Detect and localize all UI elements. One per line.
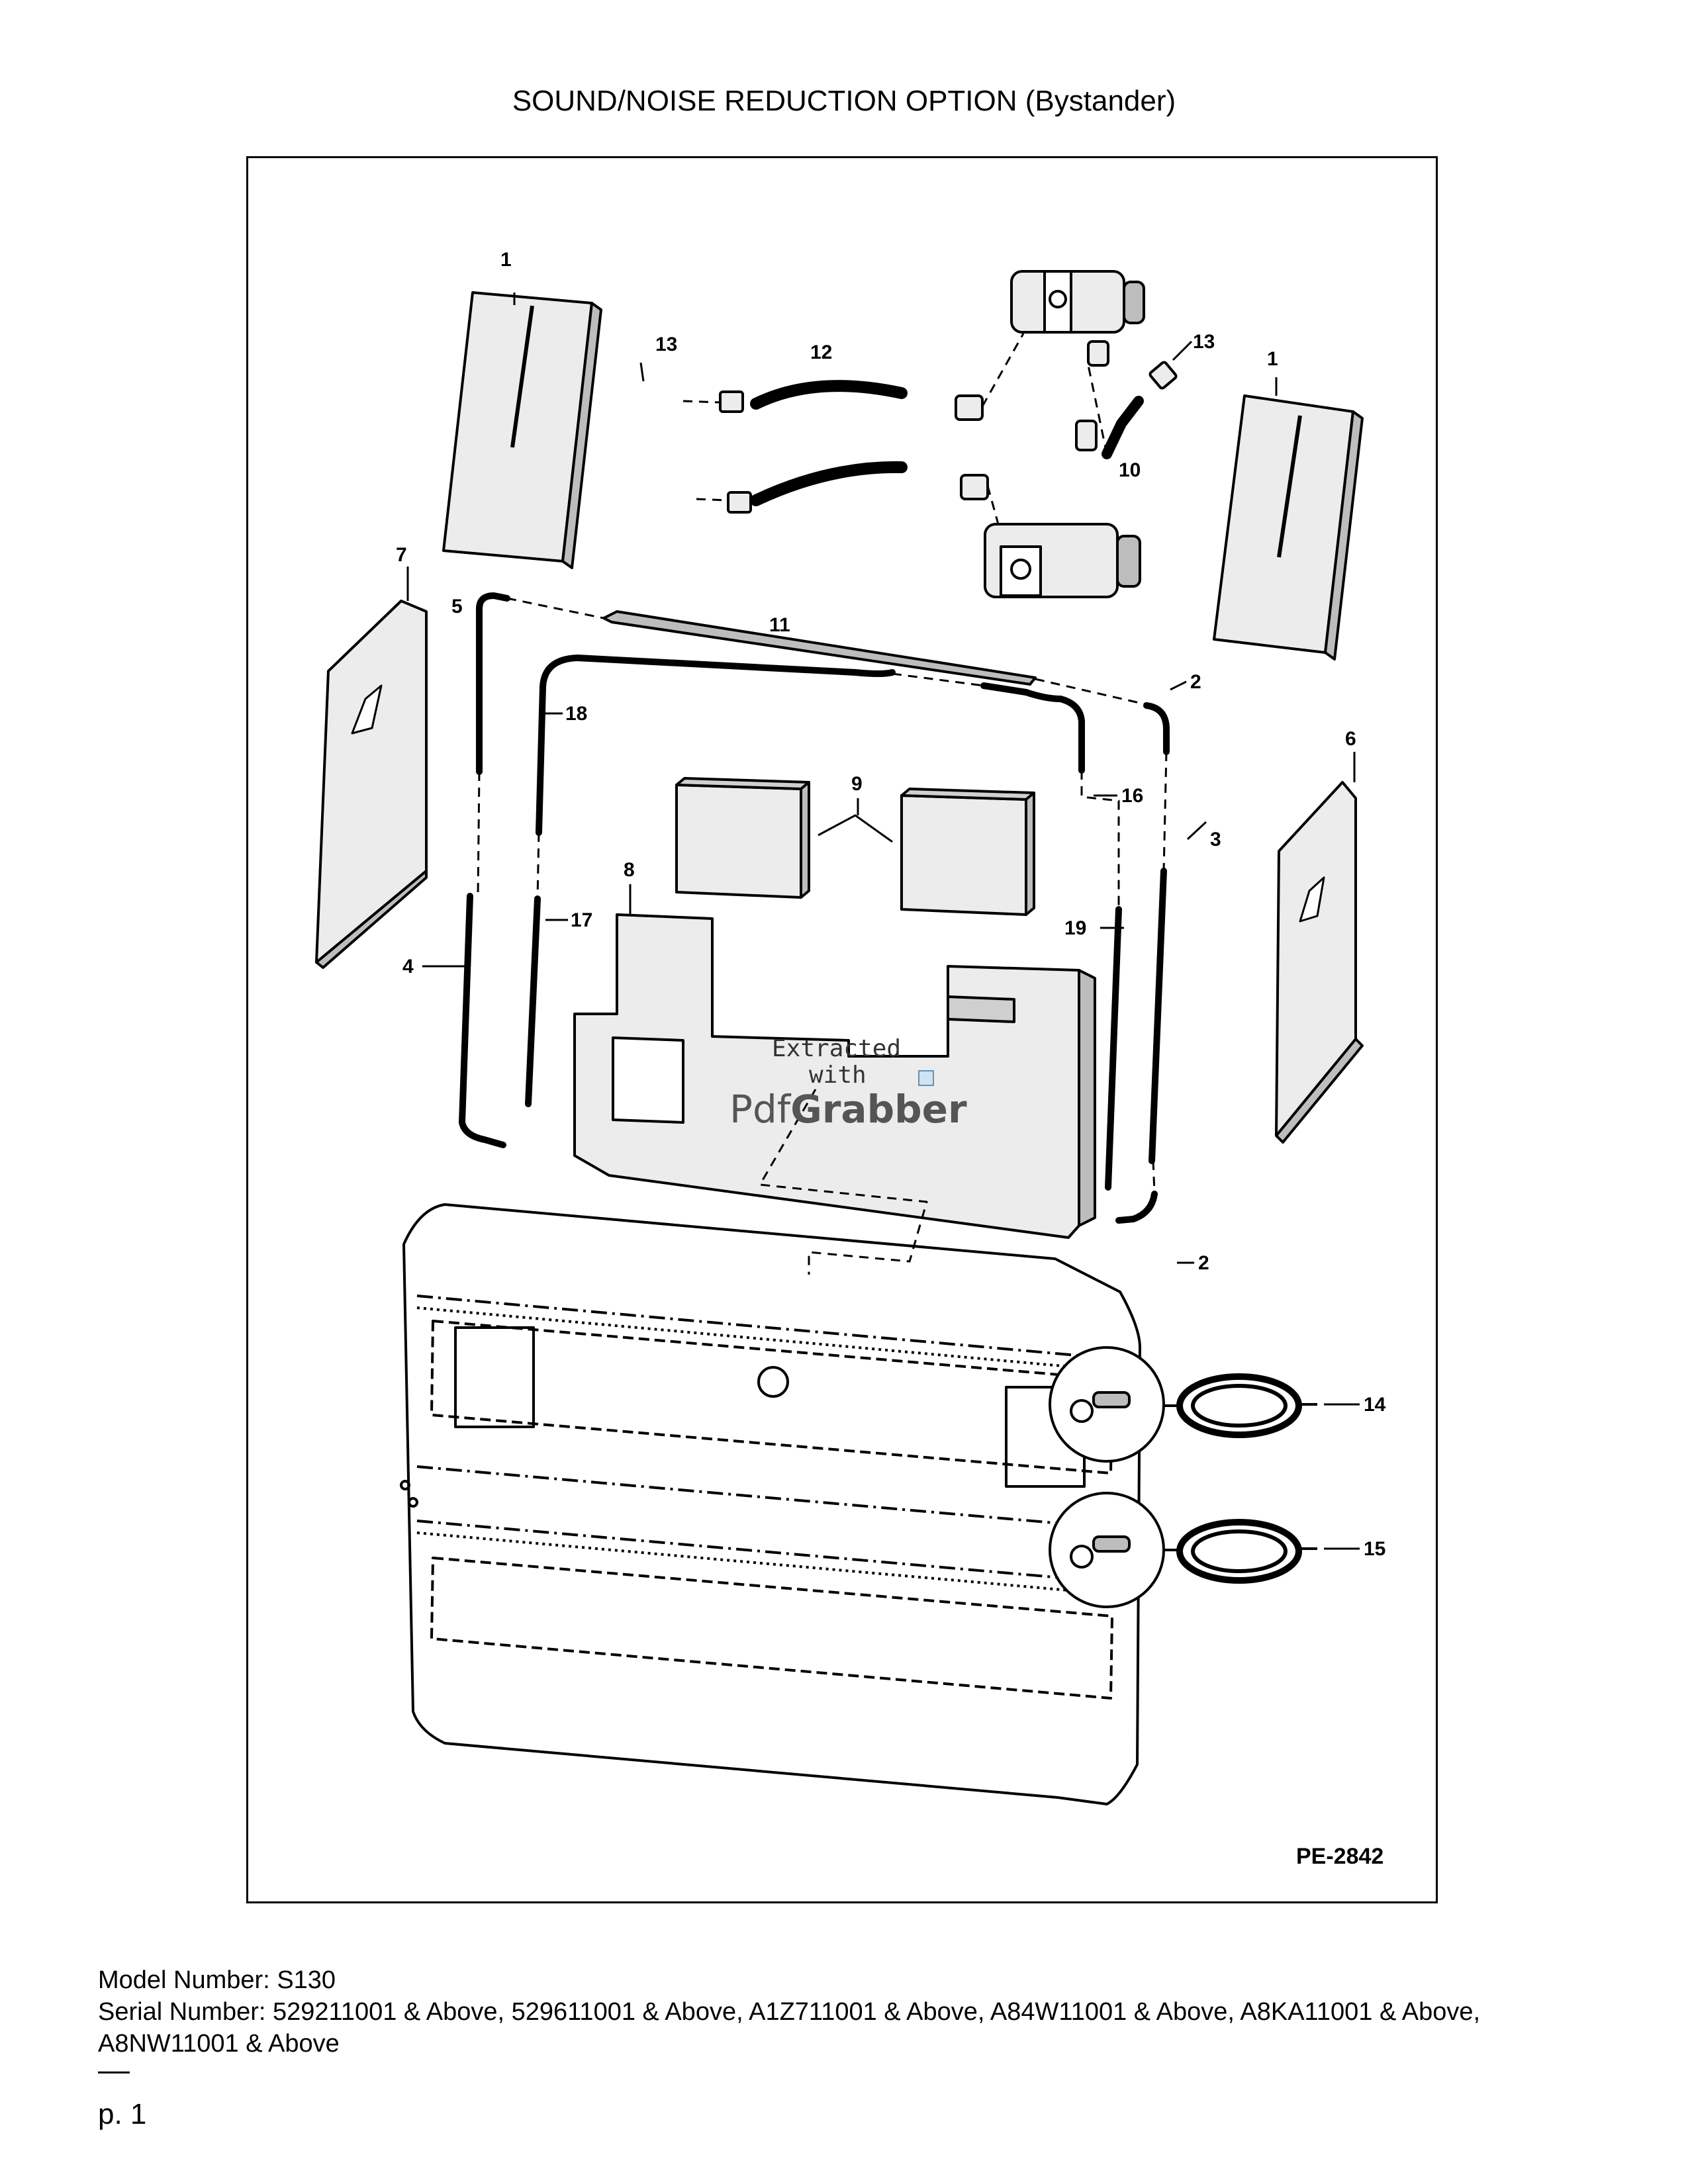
model-number: Model Number: S130 bbox=[98, 1966, 336, 1994]
cab-frame-outline bbox=[400, 1203, 1141, 1805]
hose-assemblies-parts bbox=[719, 340, 1178, 514]
callout-19: 19 bbox=[1064, 917, 1086, 939]
callout-16: 16 bbox=[1121, 785, 1143, 807]
hydraulic-pump-lower-part bbox=[984, 523, 1141, 598]
callout-9: 9 bbox=[851, 773, 863, 795]
large-foam-insulation-part bbox=[573, 884, 1096, 1239]
callout-2b: 2 bbox=[1198, 1252, 1209, 1274]
callout-17: 17 bbox=[571, 909, 592, 931]
callout-15: 15 bbox=[1364, 1538, 1385, 1560]
side-panel-left-part bbox=[315, 567, 428, 969]
callout-14: 14 bbox=[1364, 1394, 1386, 1416]
callout-13a: 13 bbox=[655, 334, 677, 355]
hydraulic-pump-upper-part bbox=[1010, 270, 1145, 334]
callout-labels: 1 1 13 12 13 10 7 5 11 2 18 6 9 16 8 3 1… bbox=[396, 249, 1386, 1560]
callout-3: 3 bbox=[1210, 829, 1221, 850]
callout-12: 12 bbox=[810, 341, 832, 363]
callout-1a: 1 bbox=[500, 249, 512, 271]
hardware-kit-14-part bbox=[1049, 1346, 1317, 1463]
absorber-block-parts bbox=[675, 777, 1035, 916]
callout-13b: 13 bbox=[1193, 331, 1215, 353]
callout-7: 7 bbox=[396, 544, 407, 566]
callout-5: 5 bbox=[451, 596, 463, 617]
watermark-brand-grabber: Grabber bbox=[790, 1087, 967, 1132]
seal-strip-parts bbox=[459, 592, 1170, 1224]
footer-info: Model Number: S130 Serial Number: 529211… bbox=[98, 1964, 1607, 2060]
assembly-dashed-lines bbox=[477, 333, 1168, 1275]
callout-4: 4 bbox=[402, 956, 414, 978]
diagram-frame bbox=[246, 156, 1438, 1903]
foam-pad-left-part bbox=[442, 291, 602, 569]
pdfgrabber-watermark: Extracted with PdfGrabber bbox=[729, 1035, 967, 1132]
watermark-line1: Extracted bbox=[772, 1035, 901, 1062]
watermark-brand-pdf: Pdf bbox=[729, 1087, 792, 1132]
serial-number: Serial Number: 529211001 & Above, 529611… bbox=[98, 1998, 1481, 2058]
foam-pad-right-part bbox=[1213, 377, 1364, 660]
watermark-icon bbox=[918, 1070, 934, 1086]
callout-18: 18 bbox=[565, 703, 587, 725]
callout-2a: 2 bbox=[1190, 671, 1201, 693]
page-number: p. 1 bbox=[98, 2098, 147, 2130]
callout-8: 8 bbox=[624, 859, 635, 881]
callout-leader-lines bbox=[422, 340, 1360, 1550]
hardware-kit-15-part bbox=[1049, 1492, 1317, 1608]
exploded-parts-diagram: 1 1 13 12 13 10 7 5 11 2 18 6 9 16 8 3 1… bbox=[315, 249, 1386, 1869]
callout-1b: 1 bbox=[1267, 348, 1278, 370]
callout-11: 11 bbox=[769, 614, 790, 636]
long-seal-strip-part bbox=[602, 610, 1037, 686]
callout-6: 6 bbox=[1345, 728, 1356, 750]
page-title: SOUND/NOISE REDUCTION OPTION (Bystander) bbox=[512, 85, 1176, 117]
callout-10: 10 bbox=[1119, 459, 1141, 481]
footer-rule bbox=[98, 2071, 130, 2073]
watermark-line2: with bbox=[809, 1062, 867, 1089]
watermark-brand: PdfGrabber bbox=[729, 1087, 967, 1132]
side-panel-right-part bbox=[1275, 752, 1364, 1144]
figure-code: PE-2842 bbox=[1296, 1844, 1383, 1869]
